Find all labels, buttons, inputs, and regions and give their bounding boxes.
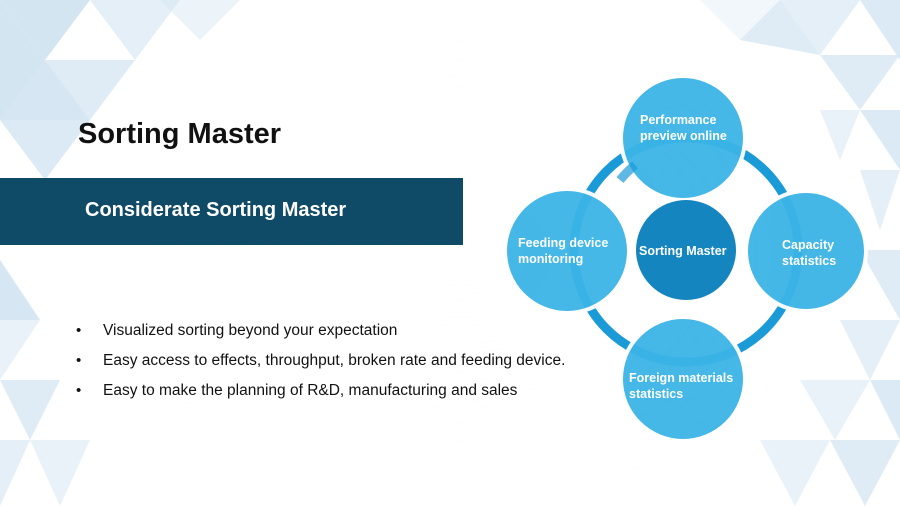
node-right-line-2: statistics	[782, 254, 837, 268]
diagram-graphic	[503, 74, 868, 443]
node-left-label: Feeding device monitoring	[518, 235, 608, 267]
cycle-diagram: Performance preview online Capacity stat…	[480, 70, 890, 450]
bullet-glyph: •	[76, 382, 82, 399]
node-right-line-1: Capacity	[782, 238, 835, 252]
node-bottom-label: Foreign materials statistics	[629, 370, 733, 402]
bullet-text: Easy access to effects, throughput, brok…	[103, 352, 566, 369]
bullet-text: Visualized sorting beyond your expectati…	[103, 322, 398, 339]
slide-title: Sorting Master	[78, 118, 282, 150]
node-bottom-line-2: statistics	[629, 387, 684, 401]
center-circle	[636, 200, 736, 300]
node-bottom-circle	[619, 315, 747, 443]
node-top-line-1: Performance	[640, 113, 717, 127]
node-left-circle	[503, 187, 631, 315]
node-top-line-2: preview online	[640, 129, 727, 143]
bullet-glyph: •	[76, 322, 82, 339]
node-left-line-2: monitoring	[518, 252, 584, 266]
node-top-circle	[619, 74, 747, 202]
node-top-label: Performance preview online	[640, 112, 727, 144]
node-left-line-1: Feeding device	[518, 236, 609, 250]
subtitle-banner: Considerate Sorting Master	[0, 178, 463, 245]
node-right-label: Capacity statistics	[782, 237, 836, 269]
bullet-glyph: •	[76, 352, 82, 369]
banner-text: Considerate Sorting Master	[85, 199, 347, 221]
bullet-text: Easy to make the planning of R&D, manufa…	[103, 382, 518, 399]
node-bottom-line-1: Foreign materials	[629, 371, 734, 385]
center-label: Sorting Master	[639, 244, 727, 258]
node-right-circle	[744, 189, 868, 313]
